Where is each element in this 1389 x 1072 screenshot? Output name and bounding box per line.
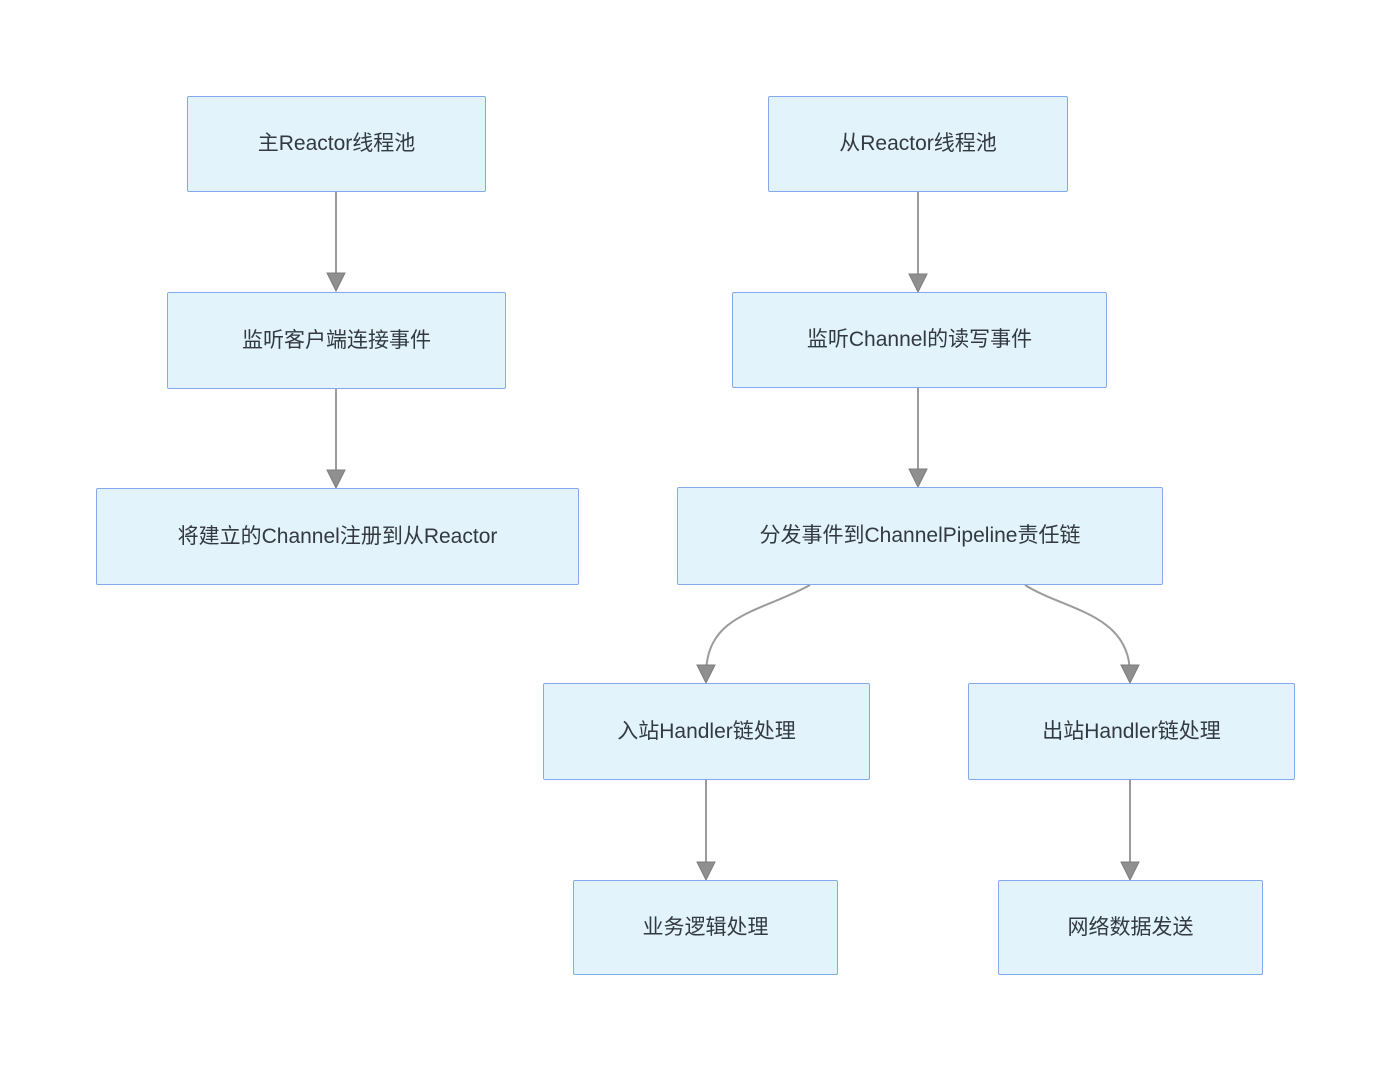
arrowhead-sub-reactor-to-listen-rw [908, 273, 928, 294]
node-listen-channel-rw-events: 监听Channel的读写事件 [732, 292, 1107, 388]
edge-dispatch-to-inbound [705, 584, 811, 667]
node-register-channel-to-sub-reactor: 将建立的Channel注册到从Reactor [96, 488, 579, 585]
arrowhead-inbound-to-business [696, 861, 716, 882]
node-label: 监听Channel的读写事件 [806, 328, 1033, 352]
node-outbound-handler-chain: 出站Handler链处理 [968, 683, 1295, 780]
node-network-data-send: 网络数据发送 [998, 880, 1263, 975]
node-inbound-handler-chain: 入站Handler链处理 [543, 683, 870, 780]
arrowhead-dispatch-to-inbound [696, 664, 716, 685]
arrowhead-listen-rw-to-dispatch [908, 468, 928, 489]
node-label: 监听客户端连接事件 [242, 328, 431, 352]
node-label: 主Reactor线程池 [257, 132, 416, 156]
node-label: 出站Handler链处理 [1042, 719, 1221, 743]
arrowhead-outbound-to-send [1120, 861, 1140, 882]
node-business-logic: 业务逻辑处理 [573, 880, 838, 975]
node-label: 从Reactor线程池 [839, 132, 997, 156]
node-label: 网络数据发送 [1067, 915, 1194, 939]
arrowhead-main-reactor-to-listen-connect [326, 272, 346, 293]
node-label: 业务逻辑处理 [642, 915, 769, 939]
arrowhead-dispatch-to-outbound [1120, 664, 1140, 685]
node-main-reactor-pool: 主Reactor线程池 [187, 96, 486, 192]
edge-dispatch-to-outbound [1024, 584, 1131, 667]
node-label: 将建立的Channel注册到从Reactor [177, 524, 498, 548]
node-dispatch-to-channelpipeline: 分发事件到ChannelPipeline责任链 [677, 487, 1163, 585]
node-label: 分发事件到ChannelPipeline责任链 [759, 524, 1081, 548]
node-label: 入站Handler链处理 [617, 719, 796, 743]
node-sub-reactor-pool: 从Reactor线程池 [768, 96, 1068, 192]
arrowhead-listen-connect-to-register-channel [326, 469, 346, 490]
node-listen-client-connect: 监听客户端连接事件 [167, 292, 506, 389]
